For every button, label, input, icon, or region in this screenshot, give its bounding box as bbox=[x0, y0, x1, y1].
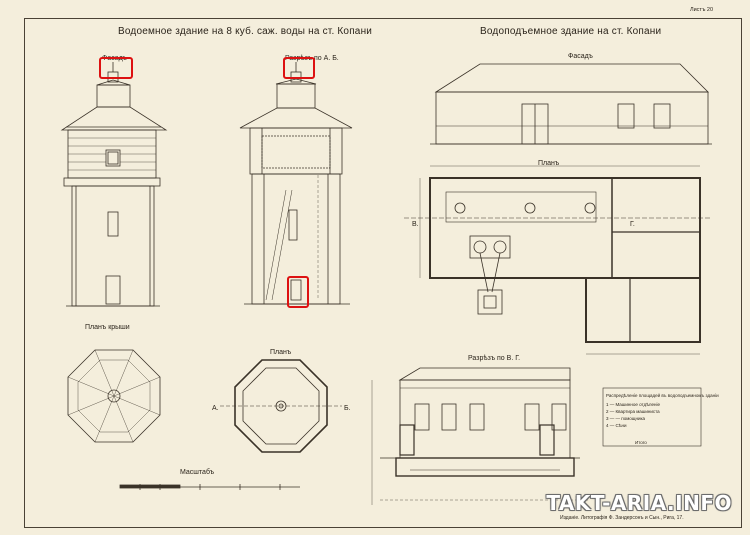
legend-total: Итого bbox=[635, 440, 647, 445]
highlight-box-section-top bbox=[283, 57, 315, 79]
pump-plan-label: Планъ bbox=[538, 160, 560, 167]
scale-label: Масштабъ bbox=[180, 469, 215, 476]
tower-facade bbox=[60, 62, 168, 307]
facade-label-pump: Фасадъ bbox=[568, 53, 593, 60]
tower-roof-plan bbox=[67, 349, 161, 443]
highlight-box-section-inner bbox=[287, 276, 309, 308]
sheet-frame bbox=[24, 18, 742, 528]
marker-a: А. bbox=[212, 405, 219, 412]
pump-facade bbox=[430, 63, 712, 145]
roof-plan-label: Планъ крыши bbox=[85, 324, 130, 331]
highlight-box-facade-top bbox=[99, 57, 133, 79]
marker-g: Г. bbox=[630, 221, 635, 228]
right-title: Водоподъемное здание на ст. Копани bbox=[480, 26, 662, 37]
tower-section-ab bbox=[239, 62, 353, 305]
page-label: Листъ 20 bbox=[690, 7, 714, 13]
legend-row: 4 — Сѣни bbox=[606, 423, 627, 428]
scale-bar bbox=[119, 484, 300, 490]
pump-plan bbox=[404, 165, 712, 355]
pump-section-vg bbox=[371, 367, 590, 505]
legend-title: Распредѣленіе площадей въ водоподъемномъ… bbox=[606, 393, 719, 398]
marker-b: Б. bbox=[344, 405, 351, 412]
tower-plan-label: Планъ bbox=[270, 349, 292, 356]
legend-row: 2 — Квартира машиниста bbox=[606, 409, 660, 414]
legend-row: 1 — Машинное отдѣленіе bbox=[606, 402, 660, 407]
section-vg-label: Разрѣзъ по В. Г. bbox=[468, 355, 521, 362]
watermark-text: TAKT-ARIA.INFO bbox=[546, 491, 732, 515]
imprint: Изданіе. Литографія Ф. Зандерсонъ и Сын.… bbox=[560, 515, 684, 521]
legend-row: 3 — — помощника bbox=[606, 416, 646, 421]
tower-plan bbox=[220, 359, 342, 453]
legend-box bbox=[602, 387, 702, 447]
marker-v: В. bbox=[412, 221, 419, 228]
left-title: Водоемное здание на 8 куб. саж. воды на … bbox=[118, 26, 373, 37]
